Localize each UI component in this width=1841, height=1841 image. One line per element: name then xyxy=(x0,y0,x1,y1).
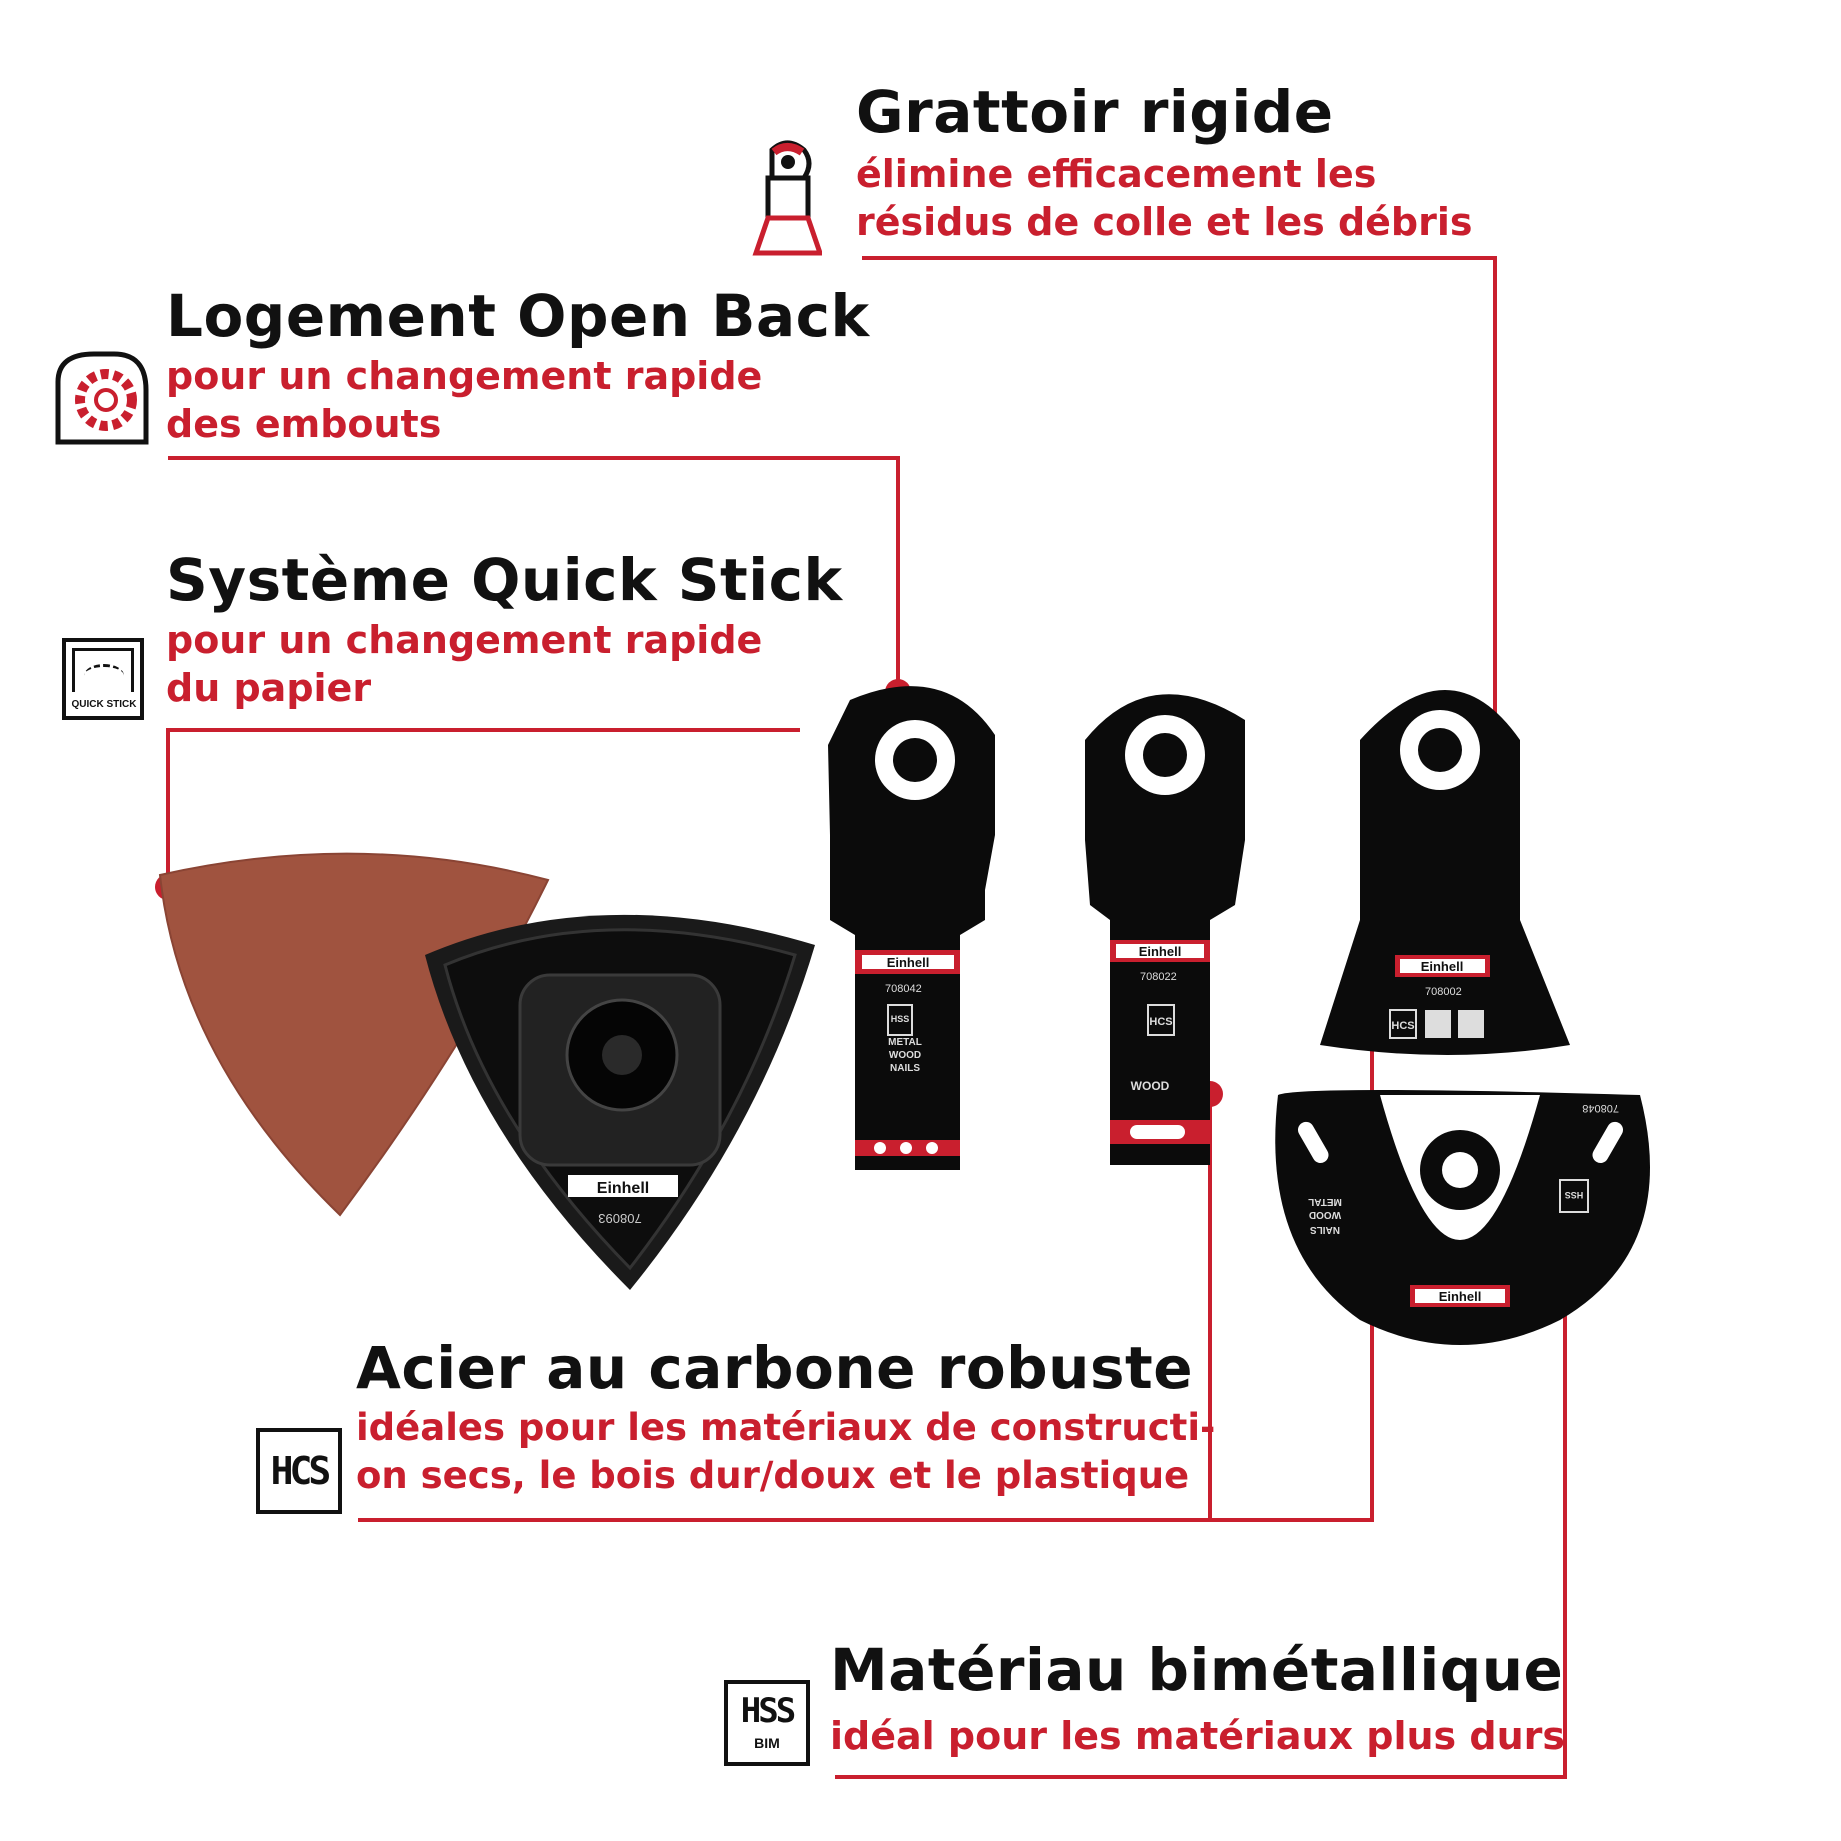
quick-stick-icon: QUICK STICK xyxy=(62,638,144,720)
svg-text:HSS: HSS xyxy=(1565,1190,1584,1200)
open-back-line1: pour un changement rapide xyxy=(166,354,763,398)
hss-bim-icon: HSS BIM xyxy=(724,1680,810,1766)
quick-stick-line2: du papier xyxy=(166,666,372,710)
svg-text:NAILS: NAILS xyxy=(890,1063,920,1074)
svg-text:Einhell: Einhell xyxy=(1439,1289,1482,1304)
svg-text:HCS: HCS xyxy=(1149,1016,1172,1028)
svg-text:WOOD: WOOD xyxy=(889,1050,921,1061)
quick-stick-title: Système Quick Stick xyxy=(166,546,843,614)
svg-text:METAL: METAL xyxy=(888,1037,922,1048)
open-back-line2: des embouts xyxy=(166,402,442,446)
svg-text:708093: 708093 xyxy=(598,1211,641,1226)
blade-708042: Einhell 708042 HSS METAL WOOD NAILS xyxy=(828,686,995,1170)
svg-text:Einhell: Einhell xyxy=(887,955,930,970)
svg-text:HCS: HCS xyxy=(1391,1020,1414,1032)
bim-line1: idéal pour les matériaux plus durs xyxy=(830,1714,1565,1758)
hcs-icon: HCS xyxy=(256,1428,342,1514)
svg-text:Einhell: Einhell xyxy=(1139,944,1182,959)
hcs-title: Acier au carbone robuste xyxy=(356,1334,1194,1402)
sandpaper-sheet xyxy=(158,852,550,1217)
scraper-708002: Einhell 708002 HCS xyxy=(1320,690,1570,1055)
sanding-pad: Einhell 708093 xyxy=(425,914,815,1290)
svg-text:708042: 708042 xyxy=(885,983,922,995)
svg-text:708022: 708022 xyxy=(1140,971,1177,983)
hcs-line1: idéales pour les matériaux de constructi… xyxy=(356,1406,1216,1449)
svg-text:708002: 708002 xyxy=(1425,986,1462,998)
blade-708022: Einhell 708022 HCS WOOD xyxy=(1085,694,1245,1165)
open-back-title: Logement Open Back xyxy=(166,282,870,350)
svg-text:WOOD: WOOD xyxy=(1131,1079,1170,1093)
open-back-icon xyxy=(55,351,149,445)
svg-text:METAL: METAL xyxy=(1308,1196,1342,1207)
bim-title: Matériau bimétallique xyxy=(830,1636,1564,1704)
svg-text:HSS: HSS xyxy=(891,1014,910,1024)
grattoir-line2: résidus de colle et les débris xyxy=(856,200,1473,244)
pad-brand: Einhell xyxy=(597,1180,649,1197)
svg-text:NAILS: NAILS xyxy=(1310,1224,1340,1235)
scraper-icon xyxy=(752,140,822,256)
svg-text:WOOD: WOOD xyxy=(1309,1209,1341,1220)
grattoir-title: Grattoir rigide xyxy=(856,78,1334,146)
hcs-line2: on secs, le bois dur/doux et le plastiqu… xyxy=(356,1454,1190,1497)
segment-blade-708048: Einhell 708048 HSS METAL WOOD NAILS xyxy=(1275,1090,1650,1345)
quick-stick-line1: pour un changement rapide xyxy=(166,618,763,662)
svg-text:708048: 708048 xyxy=(1582,1102,1619,1114)
svg-text:Einhell: Einhell xyxy=(1421,959,1464,974)
grattoir-line1: élimine efficacement les xyxy=(856,152,1377,196)
